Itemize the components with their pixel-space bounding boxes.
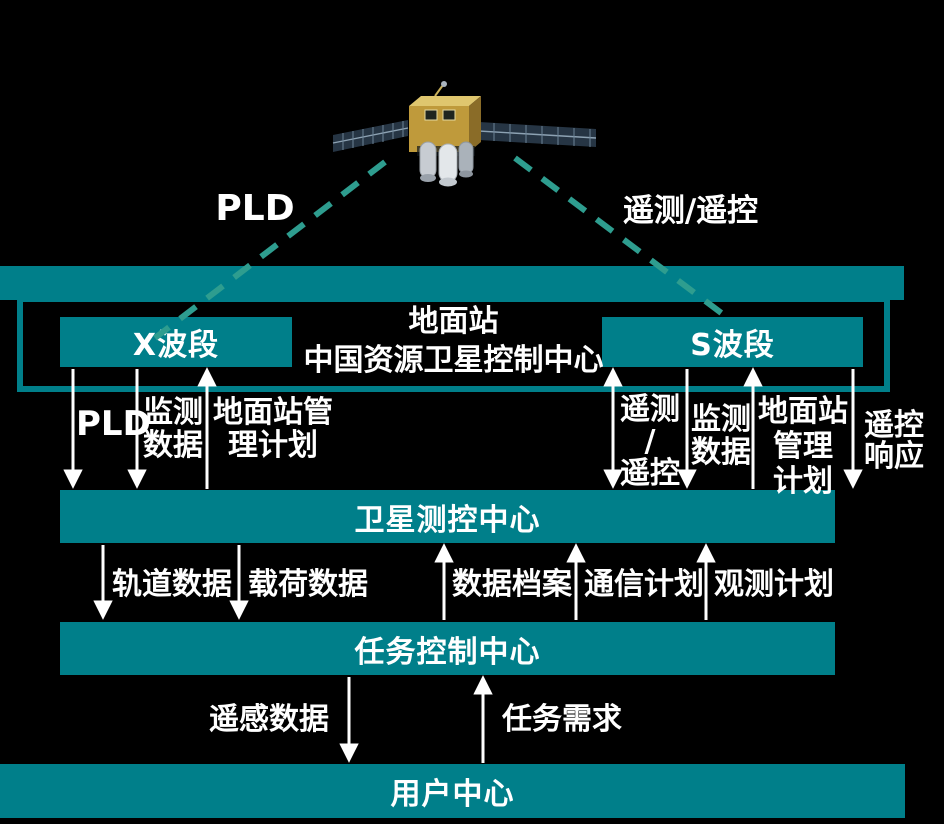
satellite-icon	[332, 81, 597, 187]
flow-label-remote-sensing-data: 遥感数据	[209, 702, 329, 737]
satcc-label: 卫星测控中心	[354, 502, 541, 538]
flow-label-data-archive: 数据档案	[452, 567, 572, 602]
flow-label-mission-demand: 任务需求	[502, 702, 622, 737]
x-band-box: X波段	[60, 317, 292, 367]
satellite-body	[409, 106, 469, 152]
satellite-tank	[458, 141, 474, 175]
satcc-box: 卫星测控中心	[60, 490, 835, 543]
flow-label-station-mgmt-plan-s: 地面站 管理 计划	[758, 394, 848, 499]
satellite-body-side	[469, 96, 481, 152]
ground-station-title: 地面站 中国资源卫星控制中心	[296, 302, 611, 380]
flow-label-pld: PLD	[76, 404, 151, 444]
mcc-label: 任务控制中心	[354, 634, 541, 670]
satellite-tank	[438, 143, 458, 183]
flow-label-monitor-data-s: 监测 数据	[691, 402, 751, 470]
satellite-body-top	[409, 96, 481, 106]
s-band-box: S波段	[602, 317, 863, 367]
s-band-label: S波段	[690, 328, 775, 363]
satellite-tank	[419, 141, 437, 179]
satellite-link-telemetry-label: 遥测/遥控	[622, 193, 759, 229]
flow-label-monitor-data-x: 监测 数据	[143, 395, 203, 463]
x-band-label: X波段	[132, 328, 220, 363]
ground-station-title-line1: 地面站	[408, 304, 499, 339]
flow-label-orbit-data: 轨道数据	[112, 567, 232, 602]
mcc-box: 任务控制中心	[60, 622, 835, 675]
ground-station-title-line2: 中国资源卫星控制中心	[303, 343, 604, 378]
flow-label-observation-plan: 观测计划	[714, 567, 834, 602]
flow-label-telecommand-response: 遥控 响应	[864, 408, 924, 474]
flow-label-telemetry-telecommand: 遥测 / 遥控	[620, 392, 680, 491]
flow-label-station-mgmt-plan-x: 地面站管 理计划	[213, 395, 333, 463]
ground-station-container	[17, 296, 890, 392]
user-center-box: 用户中心	[0, 764, 905, 818]
satellite-link-pld-label: PLD	[215, 188, 295, 229]
user-center-label: 用户中心	[390, 777, 515, 812]
ground-station-band	[0, 266, 904, 300]
flow-label-payload-data: 载荷数据	[248, 567, 368, 602]
flow-label-comm-plan: 通信计划	[584, 567, 704, 602]
